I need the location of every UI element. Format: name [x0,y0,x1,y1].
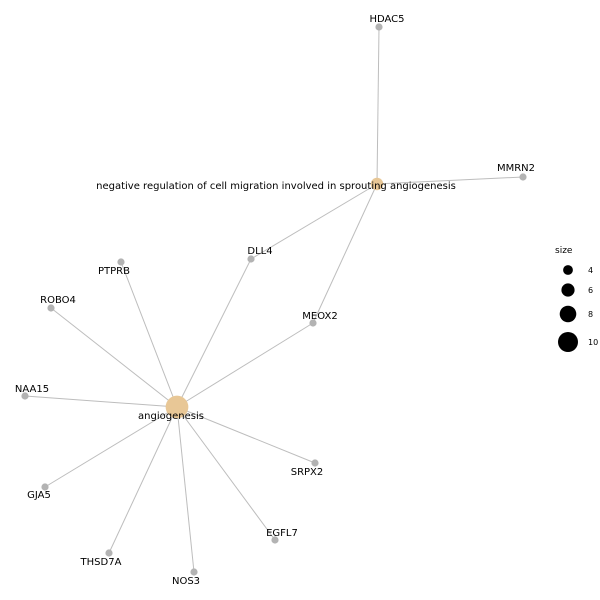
legend-dot-10 [558,332,578,352]
size-legend: size 4 6 8 10 [555,246,598,352]
legend-dot-8 [559,305,577,323]
legend-dot-6 [561,283,575,297]
edge-angio-MEOX2 [176,322,314,408]
gene-label-thsd7a: THSD7A [80,557,122,568]
gene-node-egfl7 [271,536,279,544]
gene-node-nos3 [190,568,198,576]
legend-label-10: 10 [588,338,598,347]
network-edges [24,26,524,573]
legend-label-8: 8 [588,310,593,319]
gene-label-nos3: NOS3 [172,576,200,587]
edge-neg_reg-MMRN2 [376,176,524,185]
gene-label-hdac5: HDAC5 [369,14,404,25]
edge-angio-EGFL7 [176,406,276,541]
legend-items: 4 6 8 10 [558,265,598,352]
gene-label-robo4: ROBO4 [40,295,76,306]
gene-node-naa15 [21,392,29,400]
edge-angio-DLL4 [176,258,252,408]
edge-angio-GJA5 [44,406,178,488]
gene-node-srpx2 [311,459,319,467]
edge-neg_reg-HDAC5 [376,26,380,185]
gene-label-ptprb: PTPRB [98,266,130,277]
gene-node-dll4 [247,255,255,263]
edge-angio-NOS3 [176,406,195,573]
gene-node-robo4 [47,304,55,312]
gene-label-meox2: MEOX2 [302,311,337,322]
legend-label-4: 4 [588,266,593,275]
gene-label-egfl7: EGFL7 [266,528,298,539]
edge-angio-PTPRB [120,261,178,408]
gene-node-mmrn2 [519,173,527,181]
gene-label-dll4: DLL4 [247,246,272,257]
edge-neg_reg-DLL4 [250,183,378,260]
term-node-neg_reg [370,177,384,191]
term-node-angio [165,395,189,419]
gene-label-naa15: NAA15 [15,384,49,395]
gene-label-srpx2: SRPX2 [291,467,324,478]
gene-node-gja5 [41,483,49,491]
legend-title: size [555,246,573,256]
term-label-neg_reg: negative regulation of cell migration in… [96,181,456,192]
edge-angio-NAA15 [24,395,178,408]
edge-angio-THSD7A [108,406,178,554]
edge-angio-SRPX2 [176,406,316,464]
term-label-angio: angiogenesis [138,411,204,422]
gene-node-ptprb [117,258,125,266]
gene-label-gja5: GJA5 [27,490,51,501]
network-nodes [21,23,527,576]
gene-node-thsd7a [105,549,113,557]
gene-label-mmrn2: MMRN2 [497,163,535,174]
legend-dot-4 [563,265,573,275]
gene-node-meox2 [309,319,317,327]
legend-label-6: 6 [588,286,593,295]
gene-node-hdac5 [375,23,383,31]
edge-neg_reg-MEOX2 [312,183,378,324]
edge-angio-ROBO4 [50,307,178,408]
